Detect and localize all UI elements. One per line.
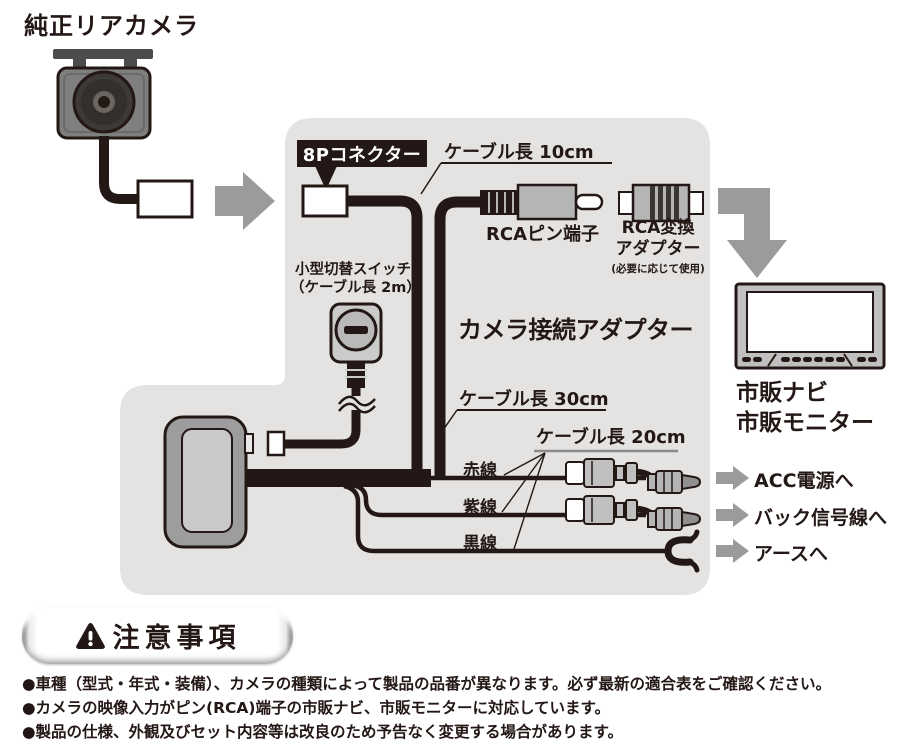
bullet-terminal-purple xyxy=(647,507,702,531)
cable10-callout xyxy=(420,162,612,195)
caution-banner: 注意事項 xyxy=(22,607,293,664)
switch-cable xyxy=(266,386,376,457)
rca-adapter-note: (必要に応じて使用) xyxy=(611,263,705,275)
red-wire-label: 赤線 xyxy=(463,461,497,481)
purple-wire-label: 紫線 xyxy=(463,498,497,518)
monitor-label-line2: 市販モニター xyxy=(736,410,874,436)
caution-banner-label: 注意事項 xyxy=(112,623,241,654)
8p-callout-pointer xyxy=(315,166,337,190)
monitor-label-line1: 市販ナビ xyxy=(736,380,828,406)
rca-adapter-label: RCA変換 アダプター xyxy=(608,218,708,260)
dest-acc-label: ACC電源へ xyxy=(754,470,854,492)
warning-icon xyxy=(75,622,105,649)
rca-adapter-label-line2: アダプター xyxy=(615,239,701,259)
bullet-terminal-red xyxy=(647,470,702,494)
switch-illustration xyxy=(329,302,383,388)
caution-notes: ●車種（型式・年式・装備）、カメラの種類によって製品の品番が異なります。必ず最新… xyxy=(22,672,888,744)
cable-length-20cm-label: ケーブル長 20cm xyxy=(536,427,686,448)
back-arrow-icon xyxy=(716,503,749,527)
cable30-callout xyxy=(440,409,606,434)
rear-camera-illustration xyxy=(53,49,194,219)
black-wire xyxy=(343,483,668,554)
caution-note-3: ●製品の仕様、外観及びセット内容等は改良のため予告なく変更する場合があります。 xyxy=(22,723,623,741)
ground-terminal xyxy=(664,529,700,573)
page-title: 純正リアカメラ xyxy=(24,12,199,40)
8p-connector-box xyxy=(301,184,349,218)
dest-back-signal-label: バック信号線へ xyxy=(754,507,888,529)
cable-length-10cm-label: ケーブル長 10cm xyxy=(444,142,594,163)
inline-connector-red xyxy=(565,458,658,488)
acc-arrow-icon xyxy=(716,466,749,490)
8p-connector-callout: 8Pコネクター xyxy=(297,140,427,167)
monitor-illustration xyxy=(734,282,886,370)
switch-connector xyxy=(266,430,286,457)
camera-adapter-title: カメラ接続アダプター xyxy=(458,316,694,344)
caution-note-2: ●カメラの映像入力がピン(RCA)端子の市販ナビ、市販モニターに対応しています。 xyxy=(22,699,610,717)
flow-arrow-icon xyxy=(215,172,275,230)
bent-arrow-icon xyxy=(718,188,787,278)
caution-note-1: ●車種（型式・年式・装備）、カメラの種類によって製品の品番が異なります。必ず最新… xyxy=(22,675,831,693)
rca-cable xyxy=(434,196,484,476)
camera-adapter-cable xyxy=(347,195,423,476)
rca-adapter-label-line1: RCA変換 xyxy=(621,218,695,238)
camera-pigtail-cable xyxy=(99,136,140,204)
switch-label: 小型切替スイッチ （ケーブル長 2m） xyxy=(290,262,421,297)
dest-ground-label: アースへ xyxy=(754,543,828,565)
monitor-label: 市販ナビ 市販モニター xyxy=(736,378,874,438)
rca-plug-illustration xyxy=(480,183,604,221)
black-wire-label: 黒線 xyxy=(463,534,497,554)
cable20-callout xyxy=(501,449,678,550)
rca-adapter-illustration xyxy=(618,183,704,223)
cable-length-30cm-label: ケーブル長 30cm xyxy=(459,389,609,410)
ground-arrow-icon xyxy=(716,539,749,563)
camera-connector xyxy=(136,179,194,219)
rca-pin-label: RCAピン端子 xyxy=(486,224,600,245)
purple-wire xyxy=(351,482,646,518)
switch-label-line1: 小型切替スイッチ xyxy=(295,262,411,278)
switch-label-line2: （ケーブル長 2m） xyxy=(290,279,421,296)
adapter-box-illustration xyxy=(163,415,254,549)
